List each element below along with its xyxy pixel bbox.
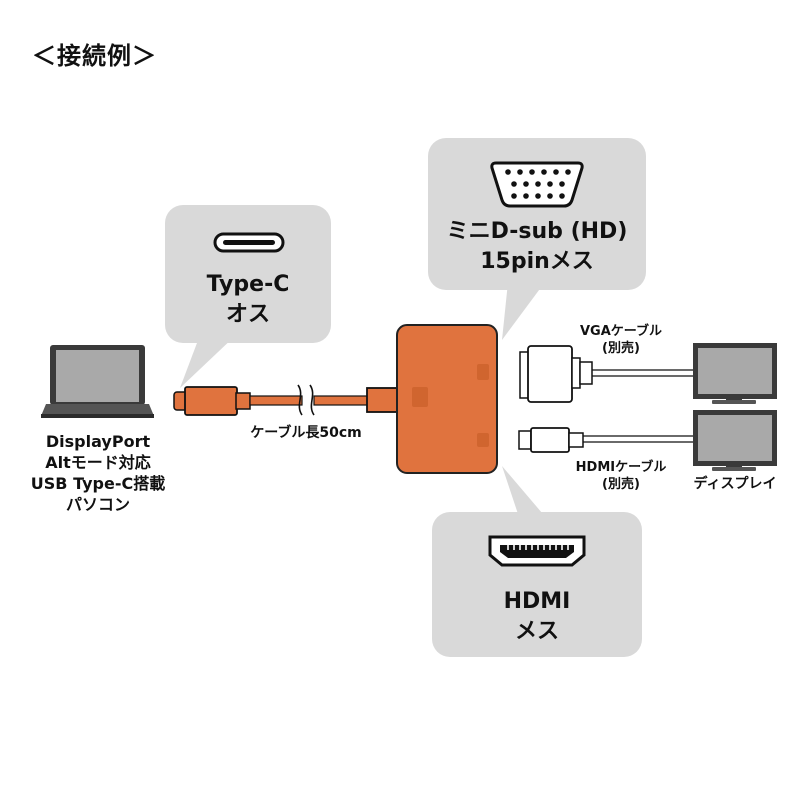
laptop-icon (41, 345, 154, 418)
cable-length-label: ケーブル長50cm (250, 425, 362, 441)
hdmi-label-line1: HDMI (503, 589, 571, 614)
vga-bubble-label: ミニD-sub (HD) 15pinメス (428, 217, 646, 277)
vga-bubble (428, 138, 646, 340)
display-label: ディスプレイ (693, 476, 777, 492)
hdmi-cable-label: HDMIケーブル (別売) (566, 459, 676, 493)
laptop-label-line4: パソコン (65, 495, 130, 514)
hdmi-cable-label-line2: (別売) (602, 477, 640, 492)
hdmi-cable-label-line1: HDMIケーブル (575, 460, 667, 475)
vga-label-line2: 15pinメス (480, 249, 594, 274)
vga-cable (519, 345, 694, 403)
vga-display-icon (693, 343, 777, 404)
laptop-label-line3: USB Type-C搭載 (30, 474, 166, 493)
usb-c-port-icon (213, 232, 285, 253)
vga-cable-label-line1: VGAケーブル (579, 324, 662, 339)
hdmi-cable (518, 427, 694, 453)
hdmi-port-icon (488, 535, 586, 567)
vga-port-icon (490, 161, 584, 208)
laptop-label-line2: Altモード対応 (45, 453, 151, 472)
page-title: ＜接続例＞ (32, 42, 157, 70)
laptop-label: DisplayPort Altモード対応 USB Type-C搭載 パソコン (8, 431, 188, 515)
hdmi-label-line2: メス (514, 619, 559, 644)
laptop-label-line1: DisplayPort (45, 432, 151, 451)
vga-label-line1: ミニD-sub (HD) (446, 219, 628, 244)
typec-bubble-label: Type-C オス (165, 270, 331, 330)
vga-cable-label: VGAケーブル (別売) (566, 323, 676, 357)
adapter-body (396, 324, 498, 474)
hdmi-bubble (432, 466, 642, 657)
usb-c-cable (173, 384, 400, 416)
typec-label-line2: オス (225, 302, 270, 327)
hdmi-display-icon (693, 410, 777, 471)
vga-cable-label-line2: (別売) (602, 341, 640, 356)
typec-label-line1: Type-C (206, 272, 290, 297)
hdmi-bubble-label: HDMI メス (432, 587, 642, 647)
typec-bubble (165, 205, 331, 388)
